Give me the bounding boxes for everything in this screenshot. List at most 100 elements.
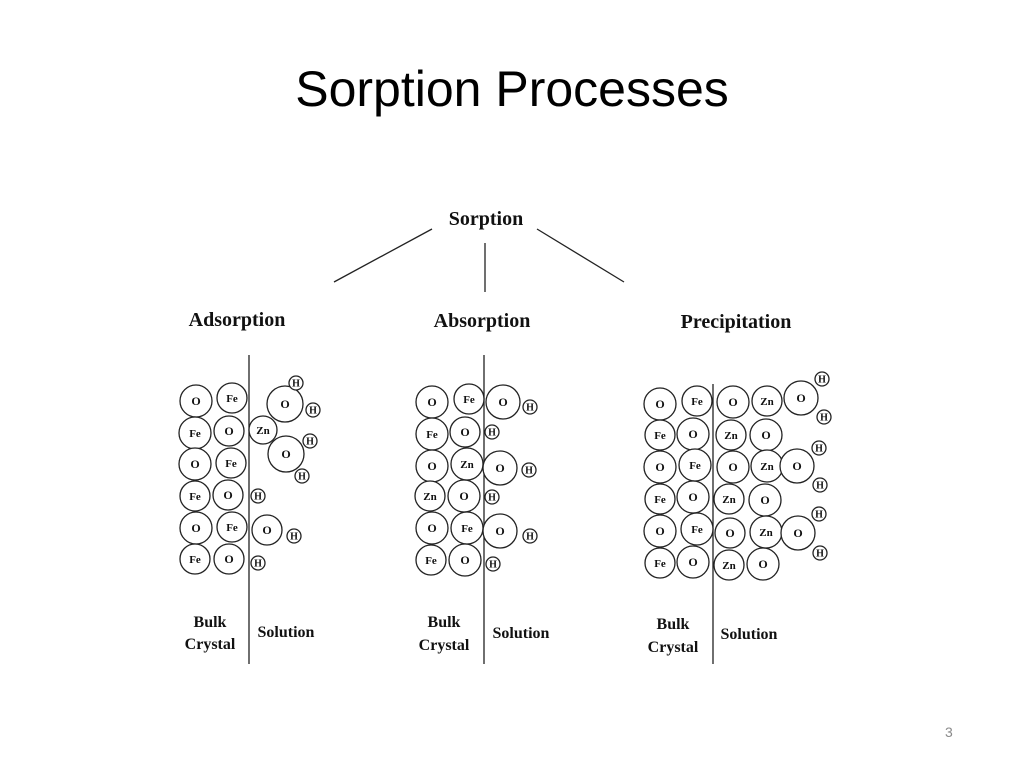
atom-label: O (427, 395, 436, 409)
atom-label: O (224, 424, 233, 438)
atom-label: O (191, 521, 200, 535)
atom-label: O (459, 489, 468, 503)
atom-label: Zn (460, 459, 473, 471)
atom-circle-fe (179, 543, 211, 575)
atom-circle-h (522, 528, 538, 544)
atom-label: O (280, 397, 289, 411)
atom-circle-fe (644, 483, 676, 515)
atom-label: O (761, 428, 770, 442)
atom-label: O (498, 395, 507, 409)
atom-circle-h (294, 468, 310, 484)
atom-label: O (688, 555, 697, 569)
atom-circle-o (212, 479, 244, 511)
atom-label: Zn (722, 560, 735, 572)
atom-label: Fe (426, 429, 438, 441)
atom-label: Fe (189, 491, 201, 503)
atom-label: O (190, 457, 199, 471)
atom-circle-h (302, 433, 318, 449)
atom-label: O (495, 524, 504, 538)
atom-circle-o (783, 380, 819, 416)
atom-circle-h (485, 556, 501, 572)
atom-circle-fe (215, 447, 247, 479)
bulk-label-line2: Crystal (648, 639, 699, 656)
atom-label: O (760, 493, 769, 507)
atom-circle-h (484, 424, 500, 440)
atom-label: O (793, 526, 802, 540)
atom-circle-fe (453, 383, 485, 415)
atom-label: H (306, 437, 314, 448)
atom-label: H (488, 428, 496, 439)
atom-circle-o (482, 450, 518, 486)
atom-label: Fe (654, 430, 666, 442)
atom-label: O (281, 447, 290, 461)
atom-circle-h (250, 555, 266, 571)
atom-circle-h (812, 477, 828, 493)
atom-circle-o (779, 448, 815, 484)
bulk-label-line1: Bulk (428, 614, 461, 631)
atom-label: O (495, 461, 504, 475)
atom-circle-o (746, 547, 780, 581)
atom-circle-o (266, 385, 304, 423)
atom-label: H (254, 559, 262, 570)
atom-label: Fe (225, 458, 237, 470)
atom-label: H (815, 510, 823, 521)
atom-circle-zn (715, 419, 747, 451)
atom-circle-zn (248, 415, 278, 445)
bulk-label-line2: Crystal (419, 637, 470, 654)
atom-label: O (688, 427, 697, 441)
atom-label: O (728, 395, 737, 409)
atom-circle-o (643, 450, 677, 484)
atom-label: O (460, 553, 469, 567)
atom-label: H (815, 444, 823, 455)
bulk-label-line1: Bulk (194, 614, 227, 631)
atom-label: O (427, 459, 436, 473)
atom-circle-o (485, 384, 521, 420)
solution-label: Solution (721, 626, 778, 643)
branch-left (333, 228, 433, 283)
atom-label: H (309, 406, 317, 417)
atom-circle-o (716, 450, 750, 484)
atom-label: O (223, 488, 232, 502)
atom-label: Fe (461, 523, 473, 535)
panel-title: Precipitation (681, 311, 792, 333)
atom-circle-o (449, 416, 481, 448)
atom-circle-h (484, 489, 500, 505)
atom-label: Fe (189, 554, 201, 566)
atom-label: O (688, 490, 697, 504)
atom-circle-zn (713, 549, 745, 581)
atom-circle-o (716, 385, 750, 419)
slide-title: Sorption Processes (295, 61, 729, 117)
atom-circle-zn (713, 483, 745, 515)
atom-circle-h (814, 371, 830, 387)
solution-label: Solution (493, 625, 550, 642)
atom-circle-o (780, 515, 816, 551)
atom-circle-o (415, 511, 449, 545)
atom-label: O (758, 557, 767, 571)
atom-label: Fe (425, 555, 437, 567)
atom-label: Zn (760, 461, 773, 473)
atom-circle-h (250, 488, 266, 504)
atom-label: O (792, 459, 801, 473)
atom-circle-h (522, 399, 538, 415)
atom-label: Fe (691, 524, 703, 536)
atom-circle-fe (216, 511, 248, 543)
atom-circle-o (267, 435, 305, 473)
atom-circle-zn (414, 480, 446, 512)
bulk-label-line2: Crystal (185, 636, 236, 653)
atom-circle-zn (751, 385, 783, 417)
atom-circle-fe (680, 512, 714, 546)
atom-circle-o (643, 514, 677, 548)
atom-circle-o (676, 545, 710, 579)
panel-title: Adsorption (189, 309, 286, 331)
atom-label: H (526, 403, 534, 414)
atom-circle-h (288, 375, 304, 391)
atom-circle-h (812, 545, 828, 561)
atom-label: Fe (189, 428, 201, 440)
atom-label: H (254, 492, 262, 503)
